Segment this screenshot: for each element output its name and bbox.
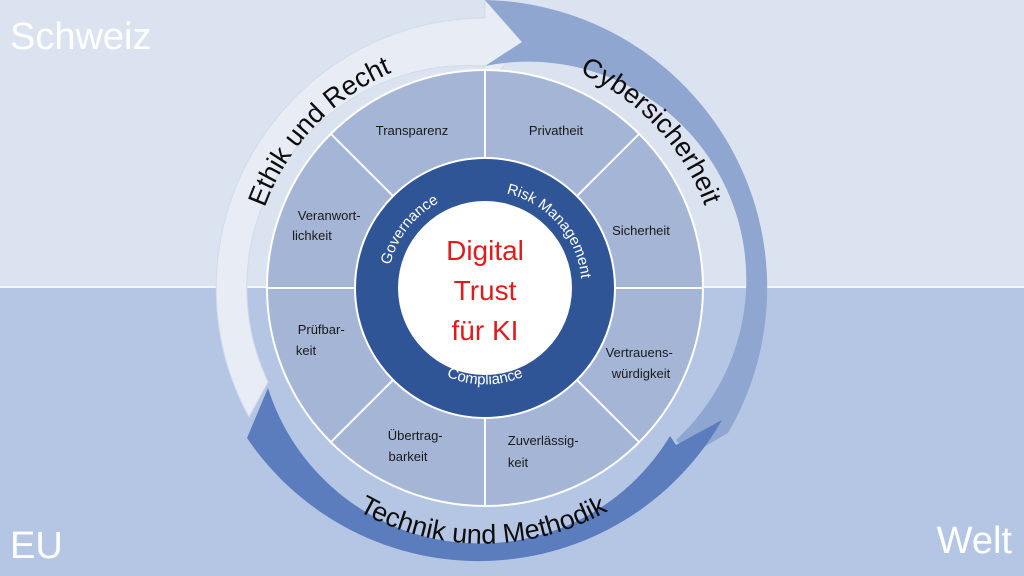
segment-sicherheit: Sicherheit bbox=[612, 223, 670, 238]
center-title-line1: Digital bbox=[446, 235, 524, 266]
arrow-ethik-und-recht bbox=[215, 0, 523, 419]
segment-zuverlaessigkeit: Zuverlässig- keit bbox=[508, 433, 582, 470]
segment-privatheit: Privatheit bbox=[529, 123, 584, 138]
center-title-line3: für KI bbox=[452, 315, 519, 346]
arrow-cybersicherheit bbox=[485, 0, 768, 455]
segment-transparenz: Transparenz bbox=[376, 123, 449, 138]
corner-label-welt: Welt bbox=[936, 520, 1012, 562]
center-disc bbox=[398, 201, 572, 375]
segment-veranwortlichkeit: Veranwort- lichkeit bbox=[292, 208, 364, 243]
segment-vertrauenswuerdigkeit: Vertrauens- würdigkeit bbox=[606, 345, 677, 381]
corner-label-schweiz: Schweiz bbox=[10, 16, 152, 58]
segment-pruefbarkeit: Prüfbar- keit bbox=[296, 322, 348, 358]
corner-label-eu: EU bbox=[10, 525, 63, 567]
arrow-technik-und-methodik bbox=[247, 388, 722, 562]
center-title-line2: Trust bbox=[454, 275, 517, 306]
segment-uebertragbarkeit: Übertrag- barkeit bbox=[388, 428, 447, 464]
